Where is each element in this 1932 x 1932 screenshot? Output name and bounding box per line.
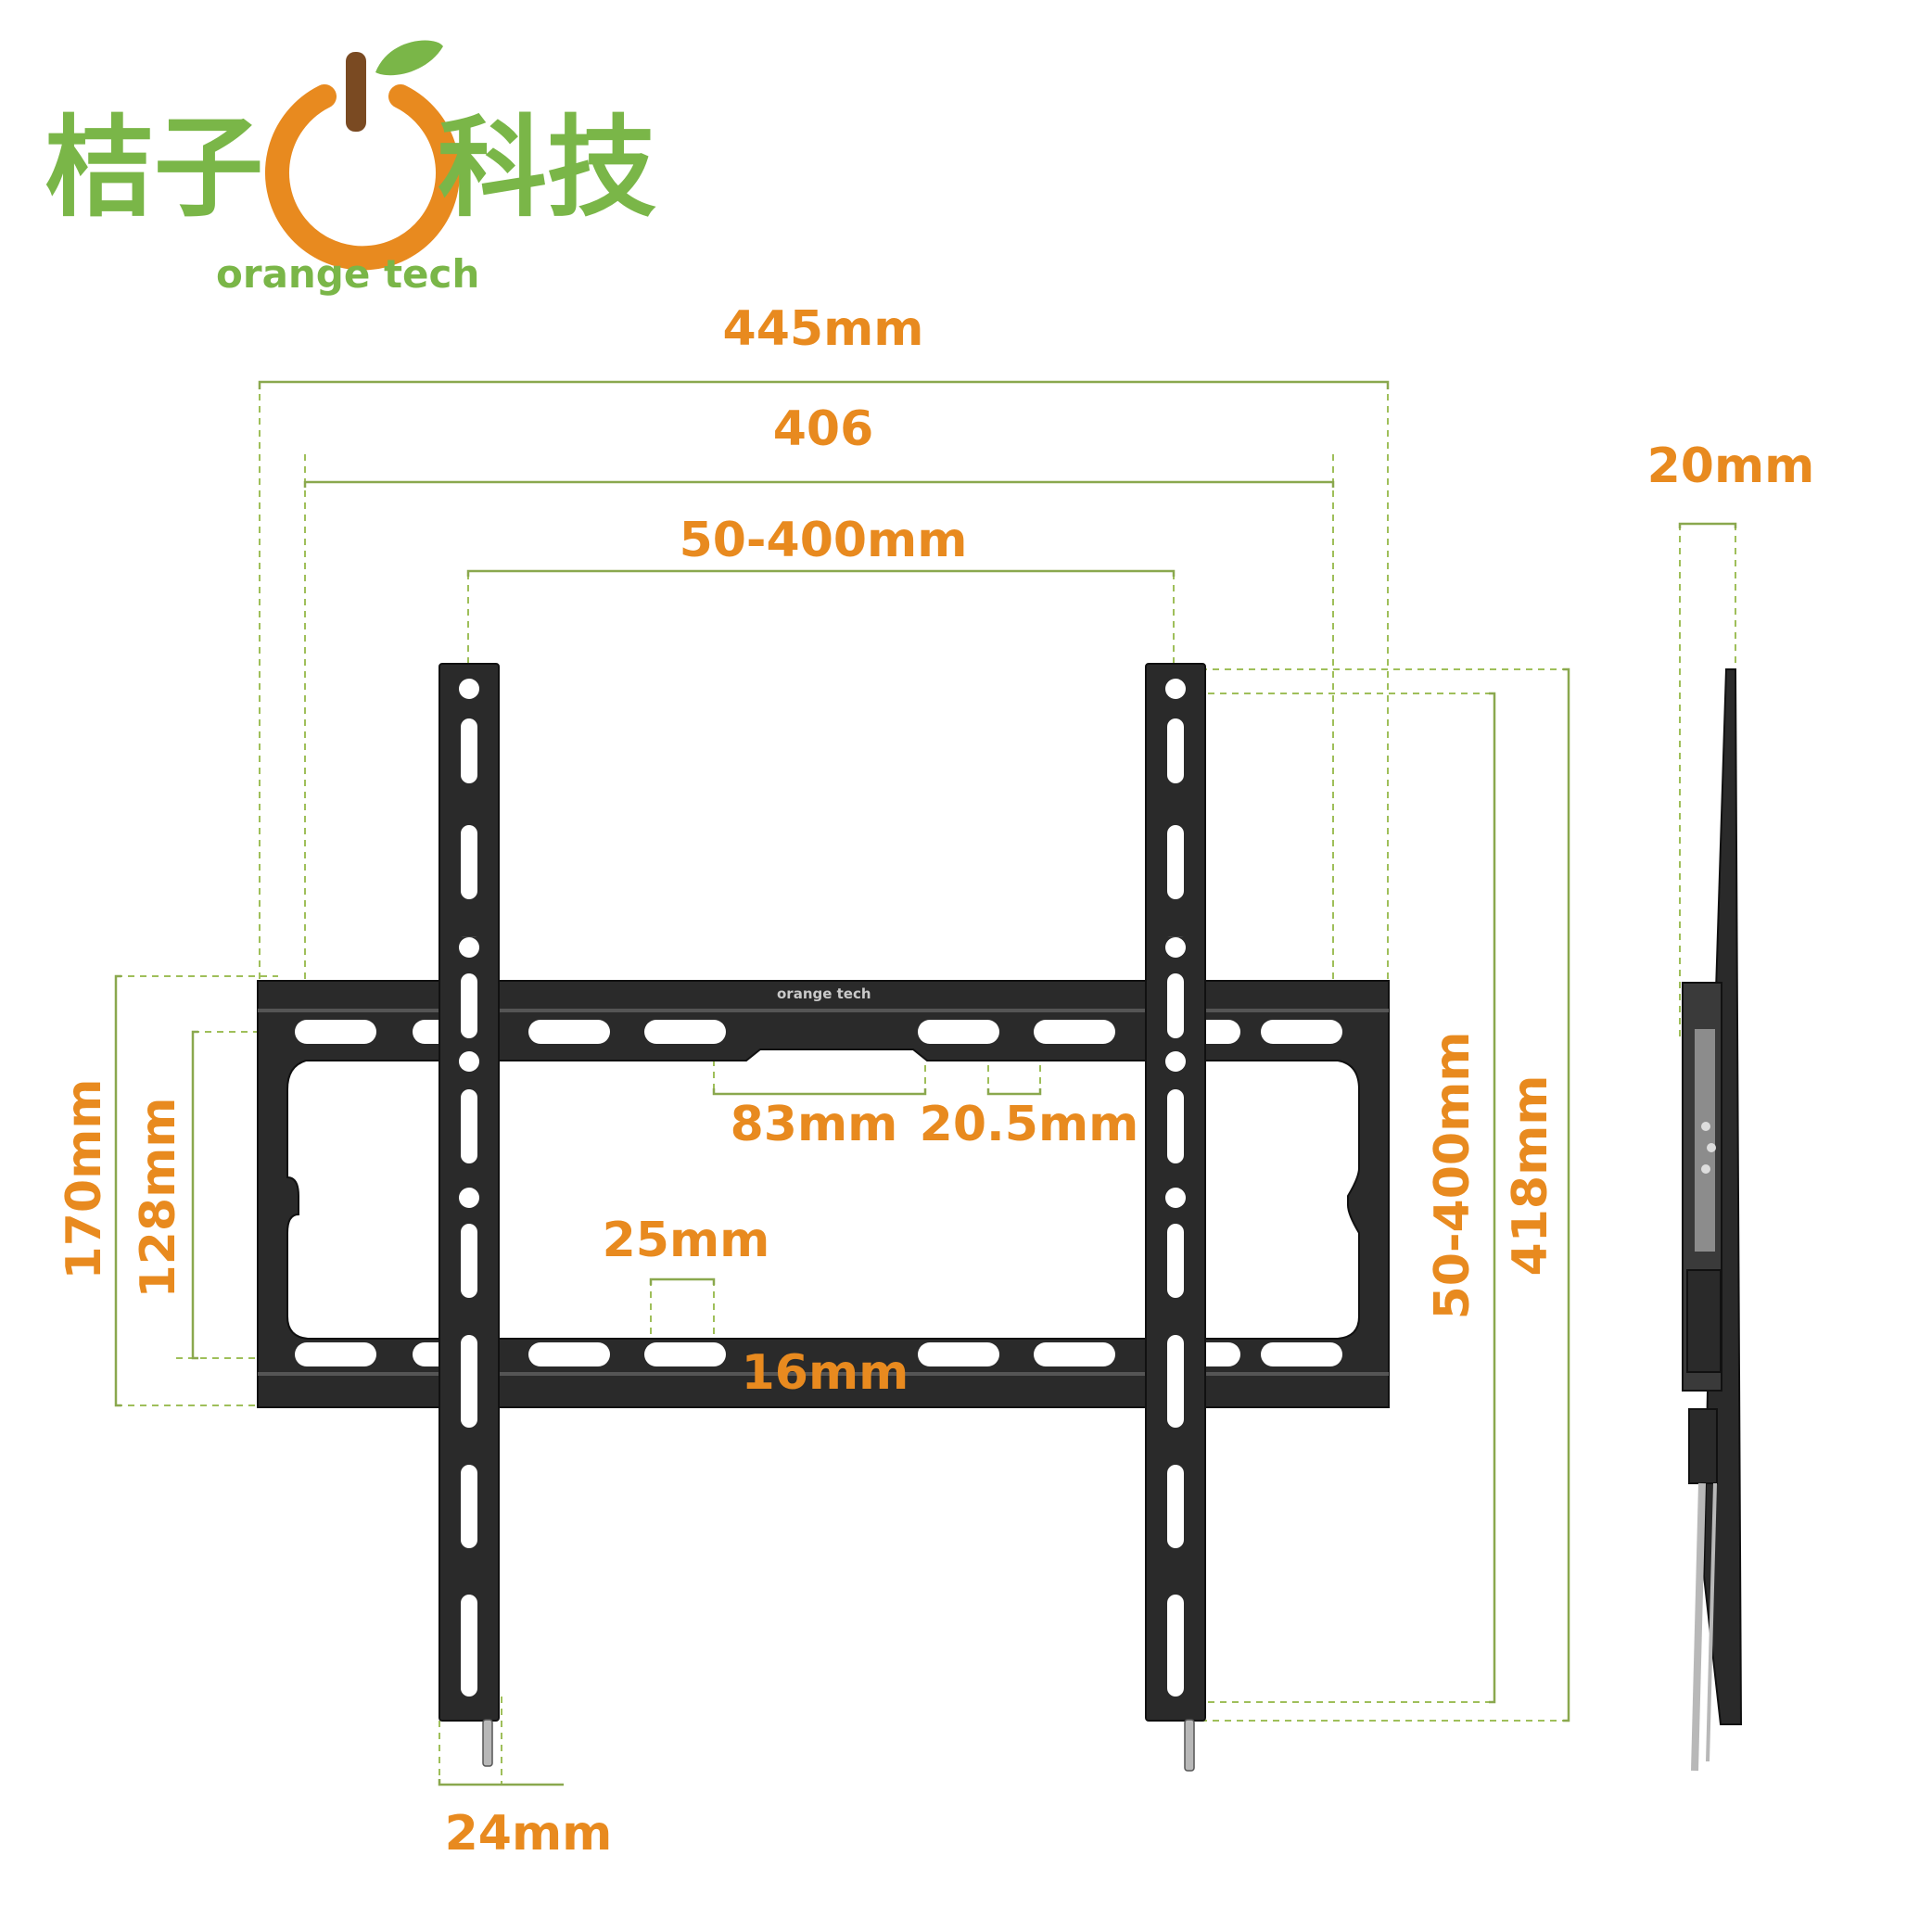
- brand-logo: 桔子 科技 orange tech: [44, 40, 656, 297]
- plate-slot: [528, 1342, 610, 1366]
- plate-slot: [295, 1020, 376, 1044]
- orange-power-icon: [265, 40, 460, 271]
- label-vesa-horizontal: 50-400mm: [680, 513, 968, 568]
- plate-slot: [1261, 1342, 1342, 1366]
- label-inner-height: 128mm: [131, 1098, 186, 1299]
- arm-slot: [461, 1335, 477, 1428]
- arm-hole: [459, 937, 479, 958]
- dimension-labels: 445mm 406 50-400mm 20mm 83mm 20.5mm 25mm…: [57, 301, 1814, 1862]
- arm-hole: [459, 1188, 479, 1208]
- brand-name-en: orange tech: [216, 251, 479, 297]
- label-arm-height: 418mm: [1503, 1075, 1558, 1277]
- label-hole-span: 406: [773, 401, 874, 457]
- arm-slot: [461, 1224, 477, 1298]
- plate-slot: [1034, 1342, 1115, 1366]
- label-slot-offset: 83mm: [731, 1097, 898, 1152]
- plate-slot: [918, 1020, 999, 1044]
- arm-slot: [1167, 1089, 1184, 1163]
- guide-lines: [116, 382, 1736, 1785]
- brand-name-cn-left: 桔子: [44, 104, 263, 232]
- arm-slot: [1167, 1465, 1184, 1548]
- label-slot-width: 20.5mm: [920, 1097, 1139, 1152]
- arm-slot: [461, 973, 477, 1038]
- arm-slot: [1167, 1335, 1184, 1428]
- arm-slot: [461, 718, 477, 783]
- label-slot-height: 16mm: [742, 1345, 909, 1401]
- arm-slot: [1167, 1224, 1184, 1298]
- brand-name-cn-right: 科技: [438, 104, 656, 232]
- plate-slots: [295, 1020, 1342, 1366]
- plate-slot: [918, 1342, 999, 1366]
- arm-slot: [1167, 973, 1184, 1038]
- right-arm: [1145, 663, 1206, 1772]
- label-arm-width: 24mm: [445, 1806, 613, 1862]
- arm-slot: [1167, 718, 1184, 783]
- plate-brand-label: orange tech: [777, 985, 871, 1002]
- arm-hole: [459, 1051, 479, 1072]
- arm-slot: [461, 1595, 477, 1697]
- label-depth: 20mm: [1647, 439, 1815, 494]
- bracket-side-view: [1682, 668, 1743, 1772]
- arm-slot: [461, 825, 477, 899]
- left-arm-pin: [482, 1719, 493, 1767]
- plate-slot: [1261, 1020, 1342, 1044]
- wall-mount-bracket-drawing: orange tech: [257, 663, 1390, 1772]
- plate-slot: [528, 1020, 610, 1044]
- arm-hole: [1165, 1188, 1186, 1208]
- arm-slot: [1167, 825, 1184, 899]
- label-slot-spacing: 25mm: [603, 1213, 770, 1268]
- arm-slot: [1167, 1595, 1184, 1697]
- arm-hole: [459, 679, 479, 699]
- label-plate-height: 170mm: [57, 1079, 112, 1280]
- dimension-lines: [114, 380, 1737, 1786]
- label-overall-width: 445mm: [723, 301, 924, 357]
- arm-hole: [1165, 1051, 1186, 1072]
- left-arm: [439, 663, 500, 1767]
- plate-slot: [644, 1342, 726, 1366]
- arm-slot: [461, 1465, 477, 1548]
- right-arm-pin: [1184, 1719, 1195, 1772]
- plate-slot: [295, 1342, 376, 1366]
- arm-slot: [461, 1089, 477, 1163]
- arm-hole: [1165, 937, 1186, 958]
- label-vesa-vertical: 50-400mm: [1425, 1032, 1481, 1320]
- plate-slot: [1034, 1020, 1115, 1044]
- plate-slot: [644, 1020, 726, 1044]
- arm-hole: [1165, 679, 1186, 699]
